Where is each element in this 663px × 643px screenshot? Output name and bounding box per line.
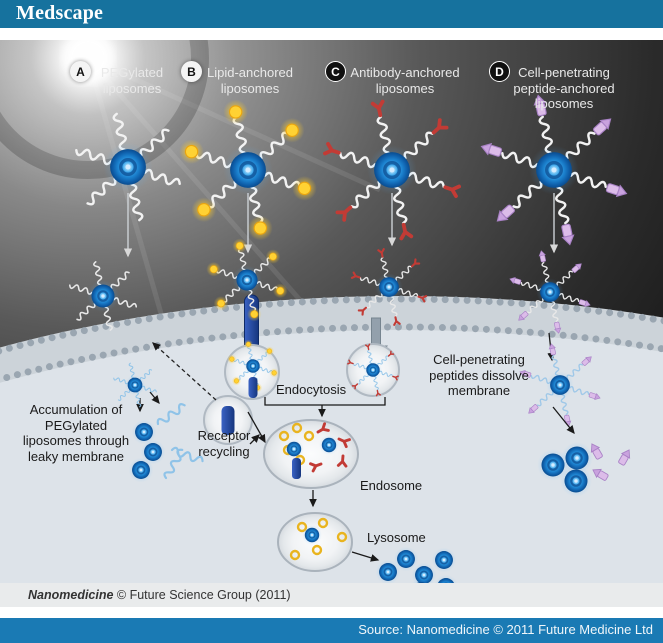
panel-d-badge: D xyxy=(489,61,510,82)
panel-c-badge: C xyxy=(325,61,346,82)
medscape-logo: Medscape xyxy=(16,2,104,24)
top-brand-bar: Medscape xyxy=(0,0,663,28)
figure-credit: Nanomedicine © Future Science Group (201… xyxy=(0,583,663,607)
panel-a-badge: A xyxy=(70,61,91,82)
panel-c-title: Antibody-anchored liposomes xyxy=(350,65,460,96)
panel-b-title: Lipid-anchored liposomes xyxy=(206,65,293,96)
label-lysosome: Lysosome xyxy=(367,530,426,545)
panel-b-badge: B xyxy=(181,61,202,82)
source-bar: Source: Nanomedicine © 2011 Future Medic… xyxy=(0,618,663,643)
label-accumulation: Accumulation of PEGylated liposomes thro… xyxy=(22,402,130,464)
label-endocytosis: Endocytosis xyxy=(276,382,347,397)
panel-a-title: PEGylated liposomes xyxy=(100,65,164,96)
credit-journal-name: Nanomedicine xyxy=(28,588,114,602)
panel-d-title: Cell-penetrating peptide-anchored liposo… xyxy=(513,65,615,111)
figure-panel: A B C D PEGylated liposomes Lipid-anchor… xyxy=(0,40,663,607)
figure-illustration xyxy=(0,40,663,583)
label-receptor-recycling: Receptor recycling xyxy=(197,428,251,459)
label-cpp-dissolve: Cell-penetrating peptides dissolve membr… xyxy=(429,352,529,398)
source-text: Source: Nanomedicine © 2011 Future Medic… xyxy=(358,622,653,637)
label-endosome: Endosome xyxy=(360,478,423,493)
credit-rest: © Future Science Group (2011) xyxy=(113,588,291,602)
